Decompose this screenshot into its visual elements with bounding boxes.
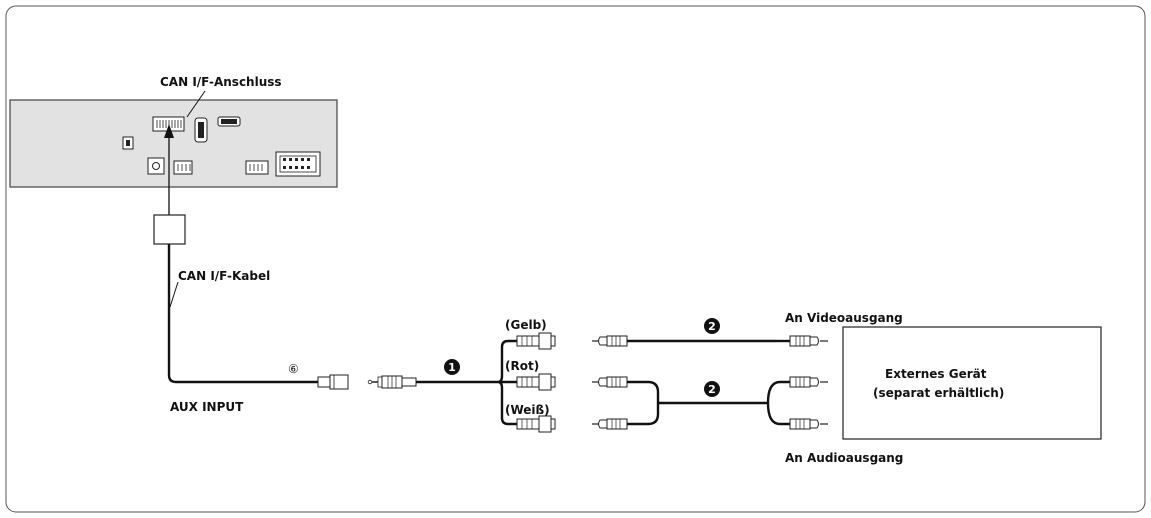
av-cable-1-branches [488, 339, 517, 426]
rca-male-audio-white-left [592, 418, 628, 430]
rca-female-yellow [516, 332, 556, 350]
head-unit [9, 99, 338, 188]
badge-2-audio-text: 2 [708, 383, 716, 396]
rca-male-audio-right-top [789, 376, 828, 388]
arrow-head-icon [164, 124, 174, 138]
item-6-marker: ⑥ [288, 362, 299, 376]
can-if-connector-label: CAN I/F-Anschluss [160, 75, 282, 89]
small-connector-icon [173, 160, 193, 175]
can-if-cable-label: CAN I/F-Kabel [178, 269, 270, 283]
badge-1-text: 1 [448, 361, 456, 374]
badge-2-audio [704, 381, 720, 397]
external-device-title: Externes Gerät [885, 367, 987, 381]
aux-male-plug [367, 375, 417, 389]
can-if-module-box [153, 214, 186, 245]
badge-2-video [704, 318, 720, 334]
can-if-leader-line [186, 90, 206, 118]
can-if-cable [167, 244, 318, 384]
rca-male-audio-right-bottom [789, 418, 828, 430]
rca-male-video-right [789, 335, 828, 347]
rca-female-white [516, 415, 556, 433]
badge-2-video-text: 2 [708, 320, 716, 333]
aux-female-jack [317, 374, 349, 390]
audio-out-label: An Audioausgang [785, 451, 903, 465]
medium-connector-icon [245, 160, 269, 175]
rca-male-video-left [592, 335, 628, 347]
outer-frame [5, 5, 1146, 513]
red-label: (Rot) [505, 359, 539, 373]
badge-1 [444, 359, 460, 375]
can-cable-leader [169, 281, 179, 308]
white-label: (Weiß) [505, 403, 550, 417]
rca-female-red [516, 373, 556, 391]
aux-input-label: AUX INPUT [170, 400, 244, 414]
av-cable-2-audio [627, 380, 790, 426]
video-out-label: An Videoausgang [785, 311, 903, 325]
rca-male-audio-red-left [592, 376, 628, 388]
yellow-label: (Gelb) [505, 318, 547, 332]
external-device-subtitle: (separat erhältlich) [873, 386, 1004, 400]
external-device-box [842, 326, 1102, 440]
round-port-icon [147, 157, 165, 175]
